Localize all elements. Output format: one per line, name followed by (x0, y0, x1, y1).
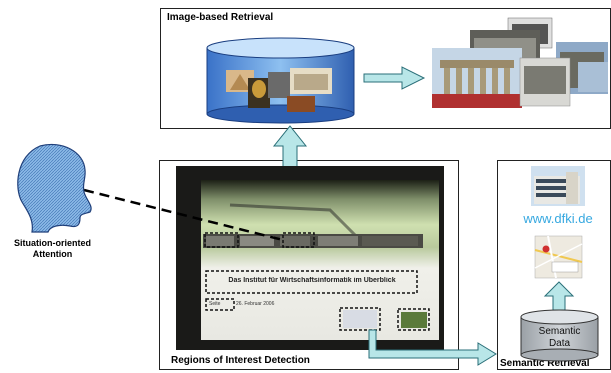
arrow-roi-to-semantic (368, 329, 497, 366)
slide-photo (176, 166, 444, 350)
roi-box-1[interactable] (204, 232, 239, 248)
roi-box-date[interactable] (205, 298, 235, 311)
semantic-db-label: Semantic Data (521, 326, 598, 350)
roi-detection-title: Regions of Interest Detection (171, 355, 310, 366)
roi-box-2[interactable] (282, 232, 315, 248)
slide-footer-date: 26. Februar 2006 (236, 301, 275, 307)
result-images-collage (432, 17, 608, 108)
semantic-db-icon (520, 309, 599, 362)
attention-label-line2: Attention (32, 249, 73, 259)
slide-headline: Das Institut für Wirtschaftsinformatik i… (228, 277, 396, 284)
attention-label: Situation-oriented Attention (0, 238, 105, 260)
attention-label-line1: Situation-oriented (14, 238, 91, 248)
semantic-db-label-line1: Semantic (538, 326, 581, 337)
slide-footer-left: Seite (209, 301, 221, 307)
dfki-url-link[interactable]: www.dfki.de (523, 211, 593, 226)
head-icon (17, 143, 92, 233)
map-thumbnail (534, 235, 583, 279)
arrow-db-to-map (543, 281, 575, 311)
dfki-building-photo (531, 166, 585, 206)
semantic-db-label-line2: Data (548, 338, 571, 349)
image-database-icon (206, 37, 355, 124)
roi-box-headline[interactable] (205, 270, 418, 294)
roi-box-logo-1[interactable] (339, 307, 381, 331)
gaze-line (83, 188, 284, 242)
roi-box-logo-2[interactable] (397, 308, 430, 331)
image-retrieval-title: Image-based Retrieval (167, 12, 274, 23)
semantic-retrieval-title: Semantic Retrieval (500, 358, 590, 369)
arrow-db-to-results (363, 66, 426, 90)
